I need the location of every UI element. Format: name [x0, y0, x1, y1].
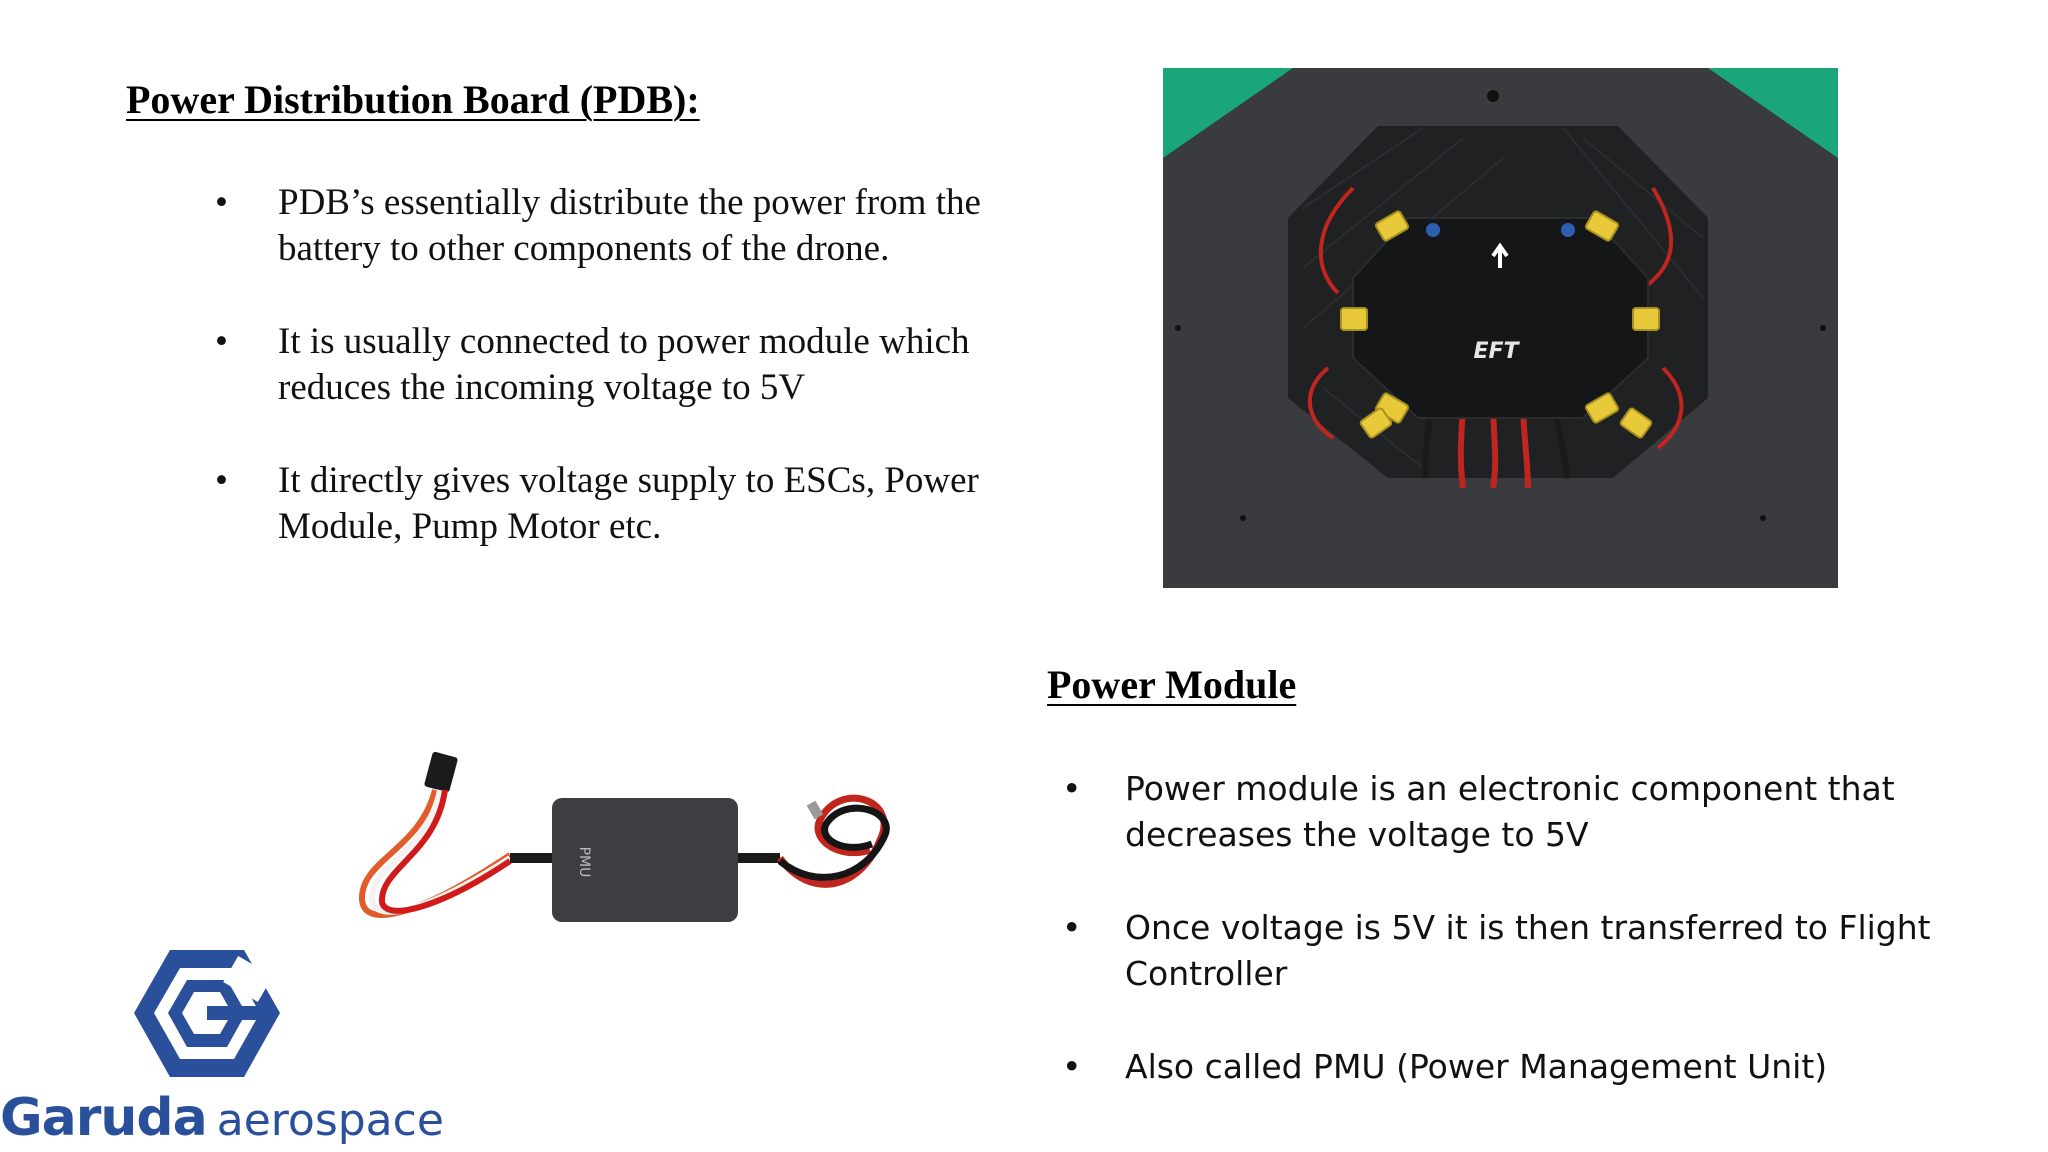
status-leds — [1426, 223, 1575, 237]
list-item: • Power module is an electronic componen… — [1062, 766, 1942, 858]
logo-name-bold: Garuda — [0, 1088, 208, 1148]
servo-wires — [358, 789, 512, 918]
servo-plug — [424, 751, 458, 793]
power-module-title: Power Module — [1047, 662, 1297, 707]
list-item: • Also called PMU (Power Management Unit… — [1062, 1044, 1942, 1090]
pdb-photo: EFT — [1163, 68, 1838, 588]
bullet-icon: • — [1062, 1047, 1082, 1086]
pdb-title: Power Distribution Board (PDB): — [126, 77, 700, 122]
pdb-bullet-list: • PDB’s essentially distribute the power… — [215, 180, 1015, 597]
list-item: • PDB’s essentially distribute the power… — [215, 180, 1015, 272]
power-module-bullet-list: • Power module is an electronic componen… — [1062, 766, 1942, 1137]
garuda-hexagon-g-icon — [134, 950, 280, 1077]
bullet-text: It directly gives voltage supply to ESCs… — [278, 460, 979, 547]
board-label: EFT — [1473, 339, 1520, 364]
bullet-icon: • — [215, 182, 228, 223]
bullet-text: Once voltage is 5V it is then transferre… — [1125, 908, 1931, 993]
pmu-housing — [552, 798, 738, 922]
bullet-icon: • — [215, 321, 228, 362]
list-item: • It is usually connected to power modul… — [215, 319, 1015, 411]
bullet-icon: • — [1062, 769, 1082, 808]
bullet-icon: • — [1062, 908, 1082, 947]
power-module-photo: PMU — [358, 751, 890, 922]
logo-name-light: aerospace — [216, 1095, 444, 1146]
bullet-text: It is usually connected to power module … — [278, 321, 970, 408]
xt-connectors — [1340, 210, 1660, 439]
arrow-up-icon — [1491, 242, 1509, 268]
connector-pin — [806, 800, 824, 820]
bullet-text: Also called PMU (Power Management Unit) — [1125, 1047, 1828, 1086]
bullet-icon: • — [215, 460, 228, 501]
list-item: • Once voltage is 5V it is then transfer… — [1062, 905, 1942, 997]
list-item: • It directly gives voltage supply to ES… — [215, 458, 1015, 550]
bullet-text: Power module is an electronic component … — [1125, 769, 1895, 854]
mount-holes — [1175, 90, 1826, 521]
pmu-label: PMU — [576, 847, 592, 878]
bullet-text: PDB’s essentially distribute the power f… — [278, 182, 981, 269]
battery-twisted-wires — [777, 794, 890, 888]
